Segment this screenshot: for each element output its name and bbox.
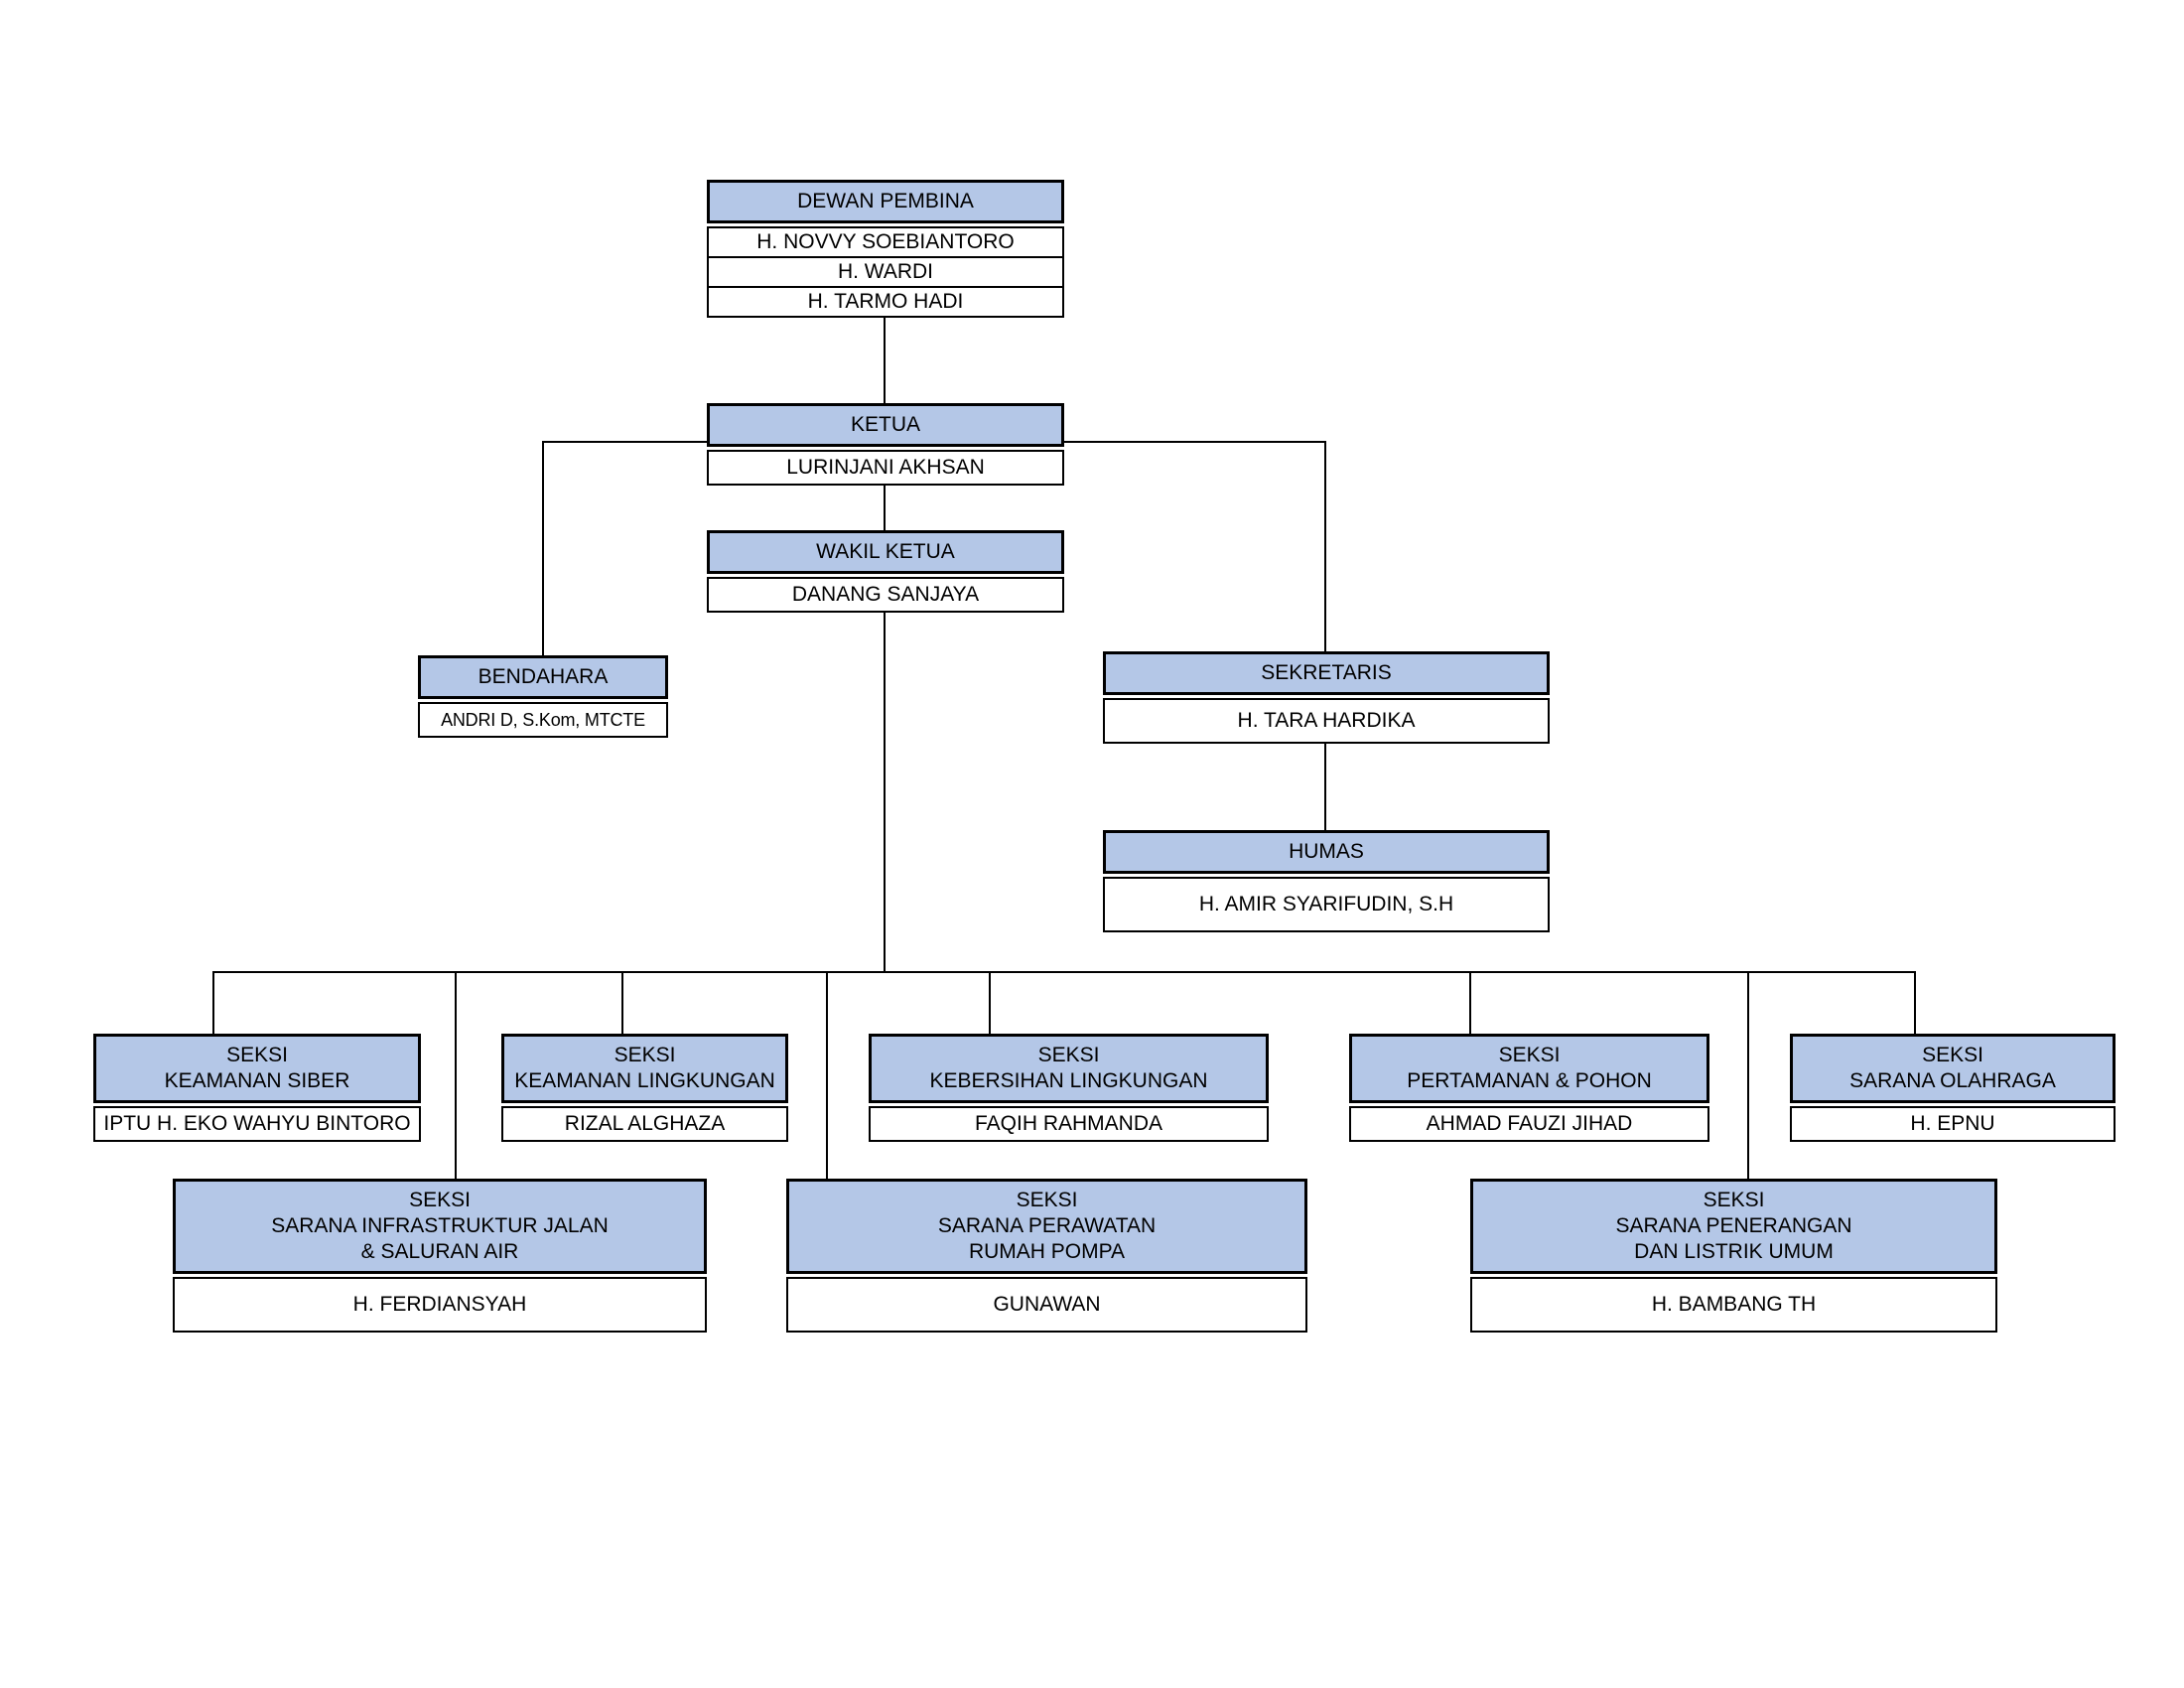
connector-drop-sarana-olahraga — [1914, 971, 1916, 1036]
connector-drop-pertamanan-pohon — [1469, 971, 1471, 1036]
box-title-line: DAN LISTRIK UMUM — [1634, 1240, 1834, 1263]
member-name: H. BAMBANG TH — [1651, 1293, 1817, 1316]
box-title: SEKSI PERTAMANAN & POHON — [1349, 1034, 1709, 1103]
box-members: RIZAL ALGHAZA — [501, 1106, 788, 1142]
box-members: H. AMIR SYARIFUDIN, S.H — [1103, 877, 1550, 932]
box-title-line: SEKSI — [614, 1044, 676, 1066]
connector-drop-sarana-infrastruktur — [455, 971, 457, 1181]
member-name: LURINJANI AKHSAN — [786, 456, 985, 479]
connector-wakilketua-seksi — [884, 601, 886, 973]
box-title-line: RUMAH POMPA — [968, 1240, 1126, 1263]
box-members: IPTU H. EKO WAHYU BINTORO — [93, 1106, 421, 1142]
member-name: IPTU H. EKO WAHYU BINTORO — [103, 1112, 411, 1135]
box-members: H. NOVVY SOEBIANTORO H. WARDI H. TARMO H… — [707, 226, 1064, 318]
box-members: H. BAMBANG TH — [1470, 1277, 1997, 1333]
org-box-seksi-keamanan-siber: SEKSI KEAMANAN SIBER IPTU H. EKO WAHYU B… — [93, 1034, 421, 1142]
connector-branch-bendahara — [542, 441, 544, 657]
connector-drop-sarana-penerangan — [1747, 971, 1749, 1181]
box-members: ANDRI D, S.Kom, MTCTE — [418, 702, 668, 738]
box-title-line: & SALURAN AIR — [360, 1240, 519, 1263]
box-title: SEKSI SARANA PERAWATAN RUMAH POMPA — [786, 1179, 1307, 1274]
connector-sekretaris-humas — [1324, 737, 1326, 832]
connector-branch-sekretaris — [1324, 441, 1326, 653]
member-name: H. AMIR SYARIFUDIN, S.H — [1198, 893, 1454, 915]
org-box-seksi-sarana-infrastruktur: SEKSI SARANA INFRASTRUKTUR JALAN & SALUR… — [173, 1179, 707, 1333]
box-title-line: SARANA OLAHRAGA — [1849, 1069, 2056, 1092]
org-box-seksi-sarana-perawatan: SEKSI SARANA PERAWATAN RUMAH POMPA GUNAW… — [786, 1179, 1307, 1333]
member-name: DANANG SANJAYA — [791, 583, 980, 606]
box-members: DANANG SANJAYA — [707, 577, 1064, 613]
member-name: FAQIH RAHMANDA — [974, 1112, 1163, 1135]
org-box-seksi-sarana-penerangan: SEKSI SARANA PENERANGAN DAN LISTRIK UMUM… — [1470, 1179, 1997, 1333]
member-name: H. EPNU — [1910, 1112, 1995, 1135]
member-name: GUNAWAN — [993, 1293, 1101, 1316]
box-title: WAKIL KETUA — [707, 530, 1064, 574]
connector-drop-kebersihan-lingkungan — [989, 971, 991, 1036]
box-title-line: SEKSI — [1498, 1044, 1561, 1066]
box-members: FAQIH RAHMANDA — [869, 1106, 1269, 1142]
box-title-line: PERTAMANAN & POHON — [1407, 1069, 1652, 1092]
box-title: SEKSI SARANA PENERANGAN DAN LISTRIK UMUM — [1470, 1179, 1997, 1274]
connector-drop-keamanan-lingkungan — [621, 971, 623, 1036]
box-title: KETUA — [707, 403, 1064, 447]
box-title: HUMAS — [1103, 830, 1550, 874]
box-title: SEKSI KEBERSIHAN LINGKUNGAN — [869, 1034, 1269, 1103]
box-title: SEKRETARIS — [1103, 651, 1550, 695]
box-members: H. EPNU — [1790, 1106, 2116, 1142]
member-name: H. TARMO HADI — [807, 290, 964, 313]
box-title: SEKSI SARANA OLAHRAGA — [1790, 1034, 2116, 1103]
connector-ketua-wakilketua — [884, 474, 886, 532]
org-box-seksi-sarana-olahraga: SEKSI SARANA OLAHRAGA H. EPNU — [1790, 1034, 2116, 1142]
box-members: LURINJANI AKHSAN — [707, 450, 1064, 486]
member-name: ANDRI D, S.Kom, MTCTE — [441, 710, 645, 730]
member-name: RIZAL ALGHAZA — [564, 1112, 726, 1135]
box-title-line: SARANA INFRASTRUKTUR JALAN — [271, 1214, 609, 1237]
connector-drop-keamanan-siber — [212, 971, 214, 1036]
box-title-line: SEKSI — [409, 1189, 471, 1211]
box-title-line: SEKSI — [226, 1044, 288, 1066]
box-title: SEKSI KEAMANAN LINGKUNGAN — [501, 1034, 788, 1103]
org-box-wakil-ketua: WAKIL KETUA DANANG SANJAYA — [707, 530, 1064, 613]
box-title: SEKSI SARANA INFRASTRUKTUR JALAN & SALUR… — [173, 1179, 707, 1274]
member-name: H. TARA HARDIKA — [1237, 709, 1416, 732]
box-title-line: KEAMANAN SIBER — [164, 1069, 350, 1092]
member-name: H. FERDIANSYAH — [352, 1293, 527, 1316]
org-box-ketua: KETUA LURINJANI AKHSAN — [707, 403, 1064, 486]
box-title-line: SEKSI — [1703, 1189, 1765, 1211]
box-title-line: SEKSI — [1037, 1044, 1100, 1066]
org-box-seksi-kebersihan-lingkungan: SEKSI KEBERSIHAN LINGKUNGAN FAQIH RAHMAN… — [869, 1034, 1269, 1142]
box-title: SEKSI KEAMANAN SIBER — [93, 1034, 421, 1103]
org-box-sekretaris: SEKRETARIS H. TARA HARDIKA — [1103, 651, 1550, 744]
org-box-humas: HUMAS H. AMIR SYARIFUDIN, S.H — [1103, 830, 1550, 932]
org-box-dewan-pembina: DEWAN PEMBINA H. NOVVY SOEBIANTORO H. WA… — [707, 180, 1064, 318]
box-title-line: SARANA PENERANGAN — [1615, 1214, 1852, 1237]
org-box-seksi-pertamanan-pohon: SEKSI PERTAMANAN & POHON AHMAD FAUZI JIH… — [1349, 1034, 1709, 1142]
box-title: DEWAN PEMBINA — [707, 180, 1064, 223]
member-name: AHMAD FAUZI JIHAD — [1426, 1112, 1633, 1135]
box-title-line: SEKSI — [1016, 1189, 1078, 1211]
connector-dewanpembina-ketua — [884, 318, 886, 405]
box-members: AHMAD FAUZI JIHAD — [1349, 1106, 1709, 1142]
box-title-line: SARANA PERAWATAN — [937, 1214, 1157, 1237]
box-title-line: KEBERSIHAN LINGKUNGAN — [929, 1069, 1208, 1092]
connector-drop-sarana-perawatan — [826, 971, 828, 1181]
box-title-line: SEKSI — [1922, 1044, 1983, 1066]
box-members: H. FERDIANSYAH — [173, 1277, 707, 1333]
box-title-line: KEAMANAN LINGKUNGAN — [514, 1069, 775, 1092]
member-name: H. NOVVY SOEBIANTORO — [709, 228, 1062, 258]
org-box-bendahara: BENDAHARA ANDRI D, S.Kom, MTCTE — [418, 655, 668, 738]
box-members: GUNAWAN — [786, 1277, 1307, 1333]
box-title: BENDAHARA — [418, 655, 668, 699]
connector-seksi-distribution — [212, 971, 1916, 973]
member-name: H. WARDI — [709, 258, 1062, 288]
org-box-seksi-keamanan-lingkungan: SEKSI KEAMANAN LINGKUNGAN RIZAL ALGHAZA — [501, 1034, 788, 1142]
box-members: H. TARA HARDIKA — [1103, 698, 1550, 744]
